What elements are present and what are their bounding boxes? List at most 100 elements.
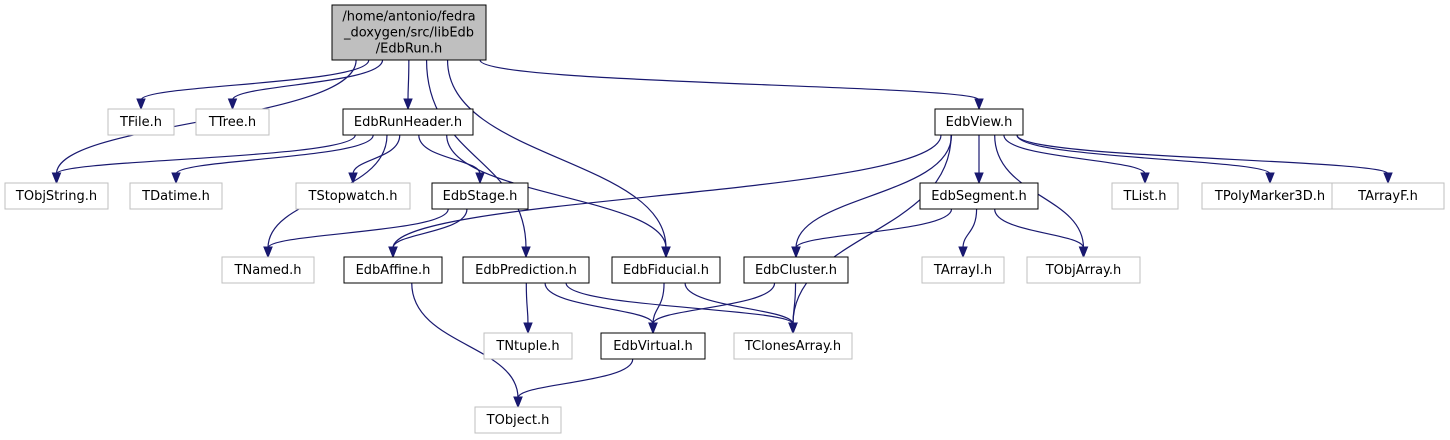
node-label-tobjarray: TObjArray.h [1045,263,1122,278]
node-box-tobjarray [1026,256,1141,284]
node-box-tobject [474,406,562,434]
node-edbprediction[interactable]: EdbPrediction.h [462,256,590,284]
edge-edbview-to-tlist [1003,134,1150,185]
node-box-tntuple [483,332,573,360]
edge-edbfiducial-to-tclonesarray [684,282,798,335]
node-label-tobject: TObject.h [486,413,550,428]
edge-edbview-to-tpolymarker3d [1016,134,1275,185]
edge-edbrunheader-to-tstopwatch [348,134,401,185]
edge-edbview-to-edbsegment [974,135,984,185]
node-label-tarrayf: TArrayF.h [1357,189,1418,204]
edge-edbview-to-tarrayf [1016,134,1393,185]
node-label-edbcluster: EdbCluster.h [755,263,837,278]
node-box-edbprediction [462,256,590,284]
edge-edbrunheader-to-tdatime [171,134,374,185]
edge-edbstage-to-tnamed [263,208,449,259]
node-tobject: TObject.h [474,406,562,434]
node-box-edbstage [431,182,529,210]
node-tobjarray: TObjArray.h [1026,256,1141,284]
edge-root-to-edbrunheader [403,59,413,111]
node-tntuple: TNtuple.h [483,332,573,360]
edge-edbcluster-to-tclonesarray [788,282,798,335]
node-box-edbaffine [343,256,443,284]
node-root[interactable]: /home/antonio/fedra_doxygen/src/libEdb/E… [331,4,487,61]
edge-edbprediction-to-tntuple [523,282,533,335]
node-box-tdatime [129,182,223,210]
node-label-tfile: TFile.h [119,115,162,130]
node-tarrayi: TArrayI.h [921,256,1005,284]
node-label-tclonesarray: TClonesArray.h [744,339,841,354]
node-label-edbstage: EdbStage.h [443,189,518,204]
node-box-tfile [107,108,175,136]
node-label-edbfiducial: EdbFiducial.h [623,263,709,278]
edge-edbrunheader-to-edbstage [418,134,485,185]
edge-edbprediction-to-edbvirtual [544,282,658,335]
node-label-tnamed: TNamed.h [234,263,302,278]
node-tdatime: TDatime.h [129,182,223,210]
node-label-ttree: TTree.h [208,115,256,130]
node-label-root: /EdbRun.h [376,42,442,57]
edge-edbrunheader-to-tobjstring [51,134,356,185]
node-box-tarrayf [1331,182,1445,210]
node-box-tnamed [221,256,315,284]
edge-edbview-to-tclonesarray [788,134,952,335]
node-box-edbvirtual [600,332,706,360]
node-label-tlist: TList.h [1122,189,1166,204]
edge-edbview-to-edbaffine [388,134,942,259]
node-label-edbrunheader: EdbRunHeader.h [354,115,462,130]
node-tnamed: TNamed.h [221,256,315,284]
node-edbview[interactable]: EdbView.h [934,108,1024,136]
node-tpolymarker3d: TPolyMarker3D.h [1201,182,1339,210]
node-box-tclonesarray [733,332,853,360]
node-box-ttree [195,108,270,136]
edge-root-to-edbview [479,59,984,111]
node-box-edbfiducial [611,256,721,284]
node-edbrunheader[interactable]: EdbRunHeader.h [342,108,474,136]
node-label-tstopwatch: TStopwatch.h [308,189,398,204]
node-tarrayf: TArrayF.h [1331,182,1445,210]
node-box-edbrunheader [342,108,474,136]
node-label-edbaffine: EdbAffine.h [356,263,431,278]
node-label-tntuple: TNtuple.h [495,339,559,354]
node-box-edbsegment [919,182,1039,210]
node-label-edbsegment: EdbSegment.h [931,189,1027,204]
edge-edbvirtual-to-tobject [513,358,634,409]
node-box-tarrayi [921,256,1005,284]
node-tstopwatch: TStopwatch.h [295,182,411,210]
node-label-edbvirtual: EdbVirtual.h [613,339,693,354]
node-label-tobjstring: TObjString.h [15,189,97,204]
node-edbaffine[interactable]: EdbAffine.h [343,256,443,284]
node-box-tlist [1111,182,1179,210]
node-label-tdatime: TDatime.h [141,189,210,204]
node-ttree: TTree.h [195,108,270,136]
edge-edbsegment-to-tobjarray [994,208,1089,259]
node-label-edbprediction: EdbPrediction.h [475,263,577,278]
node-box-edbview [934,108,1024,136]
node-label-tpolymarker3d: TPolyMarker3D.h [1214,189,1325,204]
edge-edbstage-to-edbaffine [388,208,468,259]
node-box-tobjstring [4,182,109,210]
node-box-tpolymarker3d [1201,182,1339,210]
edge-edbcluster-to-edbvirtual [648,282,776,335]
node-tclonesarray: TClonesArray.h [733,332,853,360]
node-box-root [331,4,487,61]
node-edbstage[interactable]: EdbStage.h [431,182,529,210]
node-label-edbview: EdbView.h [946,115,1013,130]
node-box-tstopwatch [295,182,411,210]
edge-root-to-edbfiducial [446,59,671,259]
node-edbsegment[interactable]: EdbSegment.h [919,182,1039,210]
edge-edbsegment-to-edbcluster [791,208,953,259]
node-label-tarrayi: TArrayI.h [933,263,992,278]
node-label-root: _doxygen/src/libEdb [343,26,474,41]
node-edbfiducial[interactable]: EdbFiducial.h [611,256,721,284]
node-tlist: TList.h [1111,182,1179,210]
node-edbcluster[interactable]: EdbCluster.h [743,256,849,284]
node-edbvirtual[interactable]: EdbVirtual.h [600,332,706,360]
edge-edbsegment-to-tarrayi [958,208,978,259]
node-tobjstring: TObjString.h [4,182,109,210]
node-label-root: /home/antonio/fedra [342,10,475,25]
node-tfile: TFile.h [107,108,175,136]
node-box-edbcluster [743,256,849,284]
